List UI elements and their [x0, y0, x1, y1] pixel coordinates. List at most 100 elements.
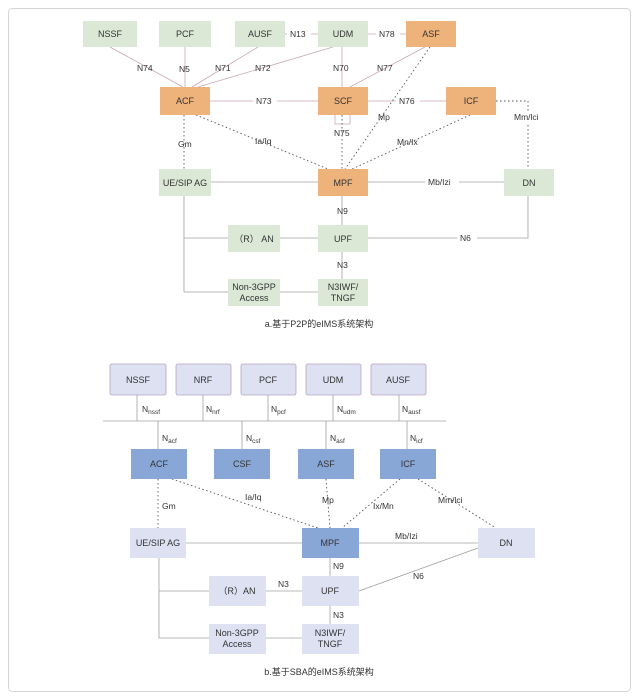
interface-sub: nssf [148, 409, 160, 416]
node-icf-label: ICF [401, 459, 416, 469]
interface-base: N [330, 433, 336, 443]
node-dn-label: DN [523, 178, 536, 188]
node-n3iwf-label-2: TNGF [318, 639, 343, 649]
link-label-n74: N74 [137, 63, 153, 73]
diagram-b-caption: b.基于SBA的eIMS系统架构 [264, 666, 374, 677]
link-label-mb-izi: Mb/Izi [428, 177, 451, 187]
diagram-a-user-plane [183, 181, 529, 293]
link-label-n78: N78 [379, 29, 395, 39]
node-udm-label: UDM [323, 375, 344, 385]
node-udm-label: UDM [333, 29, 354, 39]
interface-base: N [246, 433, 252, 443]
node-nssf [83, 21, 137, 47]
diagram-a: NSSF PCF AUSF UDM ASF ACF SCF ICF UE/SIP… [83, 21, 554, 329]
node-n3iwf-label-1: N3IWF/ [328, 282, 359, 292]
link-label-n9: N9 [337, 206, 348, 216]
node-csf [214, 449, 270, 479]
node-nssf-label: NSSF [98, 29, 123, 39]
link-ue-non3gpp [183, 238, 228, 293]
node-acf-label: ACF [176, 96, 195, 106]
diagram-b-interface-labels: Nnssf Nnrf Npcf Nudm Nausf Nacf Ncsf Nas… [142, 404, 423, 445]
label-bg [425, 176, 459, 188]
link-label-n70: N70 [333, 63, 349, 73]
interface-n-pcf: Npcf [271, 404, 286, 416]
link-upf-dn [368, 196, 529, 239]
node-icf [380, 449, 436, 479]
diagram-a-dotted-links [183, 46, 529, 170]
interface-base: N [402, 404, 408, 414]
link-acf-mpf [171, 478, 319, 529]
node-ausf-label: AUSF [386, 375, 411, 385]
link-label-n3: N3 [337, 260, 348, 270]
diagram-b-bus [103, 395, 446, 449]
node-nssf [109, 363, 167, 396]
node-acf [131, 449, 187, 479]
interface-n-nrf: Nnrf [206, 404, 220, 416]
node-non3gpp-label-1: Non-3GPP [232, 282, 276, 292]
link-label-n6: N6 [460, 233, 471, 243]
node-asf-label: ASF [317, 459, 335, 469]
node-nssf-label: NSSF [126, 375, 151, 385]
node-ausf-label: AUSF [248, 29, 273, 39]
node-ran [209, 576, 266, 606]
link-ue-non3gpp [158, 591, 209, 639]
node-csf-label: CSF [233, 459, 252, 469]
link-label-mn-ix: Mn/Ix [397, 137, 419, 147]
node-non3gpp-label-2: Access [239, 293, 269, 303]
interface-n-ausf: Nausf [402, 404, 421, 416]
interface-base: N [142, 404, 148, 414]
link-label-mp: Mp [378, 112, 390, 122]
diagram-b-user-plane [158, 542, 479, 639]
node-dn [504, 169, 554, 196]
link-label-n71: N71 [215, 63, 231, 73]
node-asf [406, 21, 456, 47]
link-asf-mpf [344, 46, 431, 170]
node-ue [130, 528, 186, 558]
node-non3gpp-label-2: Access [222, 639, 252, 649]
node-n3iwf-label-1: N3IWF/ [315, 628, 346, 638]
node-upf-label: UPF [321, 586, 340, 596]
node-scf [318, 87, 368, 115]
node-ran-label: （R） AN [234, 234, 274, 244]
node-icf [446, 87, 496, 115]
node-mpf [302, 528, 359, 558]
node-n3iwf [318, 279, 368, 306]
link-nssf-acf [109, 46, 184, 88]
interface-sub: pcf [277, 409, 286, 416]
link-asf-mpf [325, 478, 331, 529]
node-pcf [240, 363, 297, 396]
node-non3gpp [209, 624, 266, 654]
link-label-n3-upf: N3 [333, 610, 344, 620]
diagram-a-nodes [83, 21, 554, 306]
node-n3iwf-label-2: TNGF [331, 293, 356, 303]
interface-base: N [337, 404, 343, 414]
link-icf-mpf [341, 478, 401, 529]
link-label-n75: N75 [334, 128, 350, 138]
link-label-ia-iq: Ia/Iq [245, 492, 262, 502]
link-label-n72: N72 [255, 63, 271, 73]
interface-n-acf: Nacf [162, 433, 177, 445]
interface-base: N [162, 433, 168, 443]
node-dn [478, 528, 535, 558]
link-label-ix-mn: Ix/Mn [373, 501, 394, 511]
diagram-b: NSSF NRF PCF UDM AUSF ACF CSF ASF ICF UE… [103, 363, 535, 677]
interface-base: N [206, 404, 212, 414]
link-label-gm: Gm [162, 501, 176, 511]
link-label-n6: N6 [413, 571, 424, 581]
node-n3iwf [302, 624, 359, 654]
label-bg [376, 28, 400, 40]
interface-n-asf: Nasf [330, 433, 345, 445]
node-acf [160, 87, 210, 115]
label-bg [396, 95, 420, 107]
node-nrf [175, 363, 232, 396]
link-label-gm: Gm [178, 139, 192, 149]
diagram-a-link-labels: N74 N5 N71 N72 N13 N78 N70 N77 N73 N76 N… [137, 28, 546, 270]
link-label-n3-ran: N3 [278, 579, 289, 589]
node-ue-label: UE/SIP AG [136, 538, 180, 548]
diagram-a-node-labels: NSSF PCF AUSF UDM ASF ACF SCF ICF UE/SIP… [98, 29, 536, 303]
link-upf-dn [358, 547, 479, 592]
interface-base: N [410, 433, 416, 443]
interface-sub: ausf [408, 409, 420, 416]
link-icf-dn [496, 100, 529, 169]
